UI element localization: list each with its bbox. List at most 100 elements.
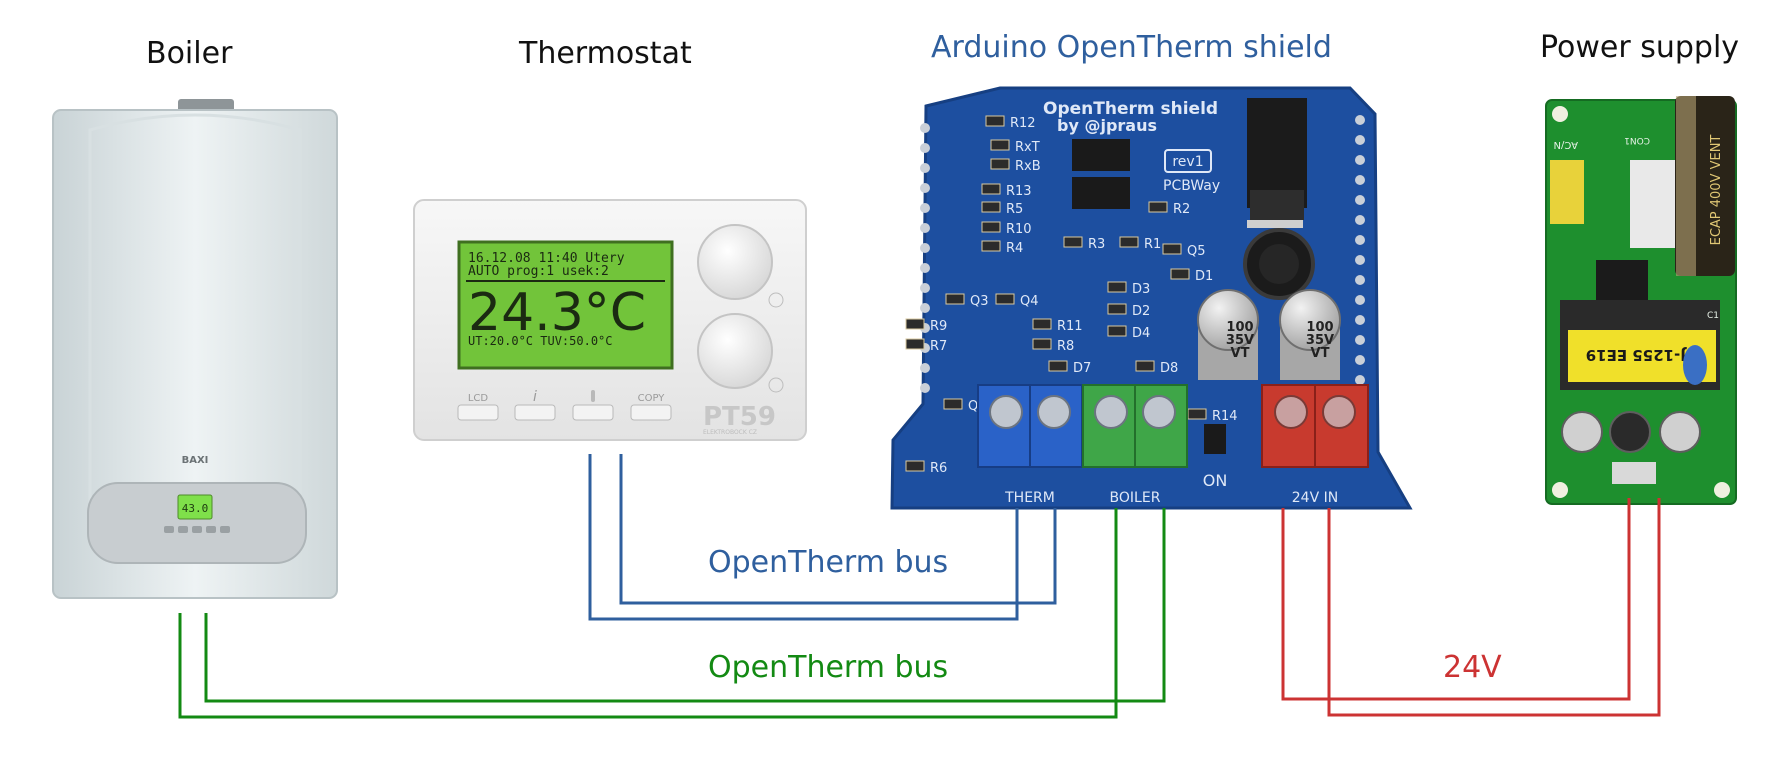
header-pin-right xyxy=(1355,375,1365,385)
label-boiler: BOILER xyxy=(1110,490,1161,506)
psu-cap-text: ECAP 400V VENT xyxy=(1709,135,1724,246)
smd-component xyxy=(905,460,925,472)
smd-component xyxy=(905,338,925,350)
shield-byline: by @jpraus xyxy=(1057,116,1157,135)
label-thermostat-bus: OpenTherm bus xyxy=(708,545,949,580)
header-pin-left xyxy=(920,123,930,133)
lcd-line-3: UT:20.0°C TUV:50.0°C xyxy=(468,334,613,348)
title-shield: Arduino OpenTherm shield xyxy=(931,30,1332,65)
lcd-line-2: AUTO prog:1 usek:2 xyxy=(468,264,609,279)
label-on: ON xyxy=(1203,471,1228,490)
header-pin-right xyxy=(1355,275,1365,285)
component-label: R11 xyxy=(1057,319,1083,334)
thermo-btn-info: i xyxy=(533,389,537,405)
component-label: R9 xyxy=(930,319,947,334)
component-label: R5 xyxy=(1006,202,1023,217)
wire-24v xyxy=(1281,498,1661,717)
psu-output-pads xyxy=(1612,462,1656,484)
thermostat-brand: ELEKTROBOCK CZ xyxy=(703,429,757,436)
header-pin-right xyxy=(1355,195,1365,205)
smd-component xyxy=(1148,201,1168,213)
optocoupler-2 xyxy=(1072,177,1130,209)
title-power-supply: Power supply xyxy=(1540,30,1740,65)
boiler-buttons xyxy=(164,526,230,533)
component-label: R14 xyxy=(1212,409,1238,424)
smd-component xyxy=(1107,281,1127,293)
boiler-unit: 43.0 BAXI xyxy=(52,99,338,599)
shield-maker: PCBWay xyxy=(1163,178,1220,194)
terminal-therm xyxy=(977,384,1083,468)
shield-header-pins xyxy=(920,115,1365,425)
component-label: R12 xyxy=(1010,116,1036,131)
psu-label-con1: CON1 xyxy=(1624,135,1650,145)
wire-thermostat-bus xyxy=(588,454,1057,621)
header-pin-left xyxy=(920,263,930,273)
svg-text:100: 100 xyxy=(1306,320,1333,335)
smd-component xyxy=(1119,236,1139,248)
svg-text:VT: VT xyxy=(1231,346,1250,361)
smd-component xyxy=(943,398,963,410)
smd-component xyxy=(1048,360,1068,372)
smd-component xyxy=(981,201,1001,213)
thermostat-lcd xyxy=(457,240,674,370)
smd-component xyxy=(1107,325,1127,337)
component-label: Q3 xyxy=(970,294,989,309)
terminal-24v-in xyxy=(1261,384,1369,468)
header-pin-left xyxy=(920,203,930,213)
smd-component xyxy=(1032,318,1052,330)
boiler-brand: BAXI xyxy=(182,455,209,466)
component-label: R2 xyxy=(1173,202,1190,217)
header-pin-right xyxy=(1355,115,1365,125)
component-label: RxB xyxy=(1015,159,1041,174)
label-24v-in: 24V IN xyxy=(1292,490,1338,506)
component-label: D2 xyxy=(1132,304,1150,319)
on-led xyxy=(1204,424,1226,454)
lcd-line-1: 16.12.08 11:40 Utery xyxy=(468,251,625,266)
psu-common-mode-choke xyxy=(1630,160,1682,248)
opentherm-shield: OpenTherm shield by @jpraus rev1 PCBWay … xyxy=(890,86,1413,510)
smd-component xyxy=(1187,408,1207,420)
component-label: R3 xyxy=(1088,237,1105,252)
psu-controller-ic xyxy=(1596,260,1648,300)
optocoupler-1 xyxy=(1072,139,1130,171)
component-label: Q5 xyxy=(1187,244,1206,259)
shield-components: R12RxTRxBR13R5R10R4Q3Q4R9R11R7R8Q1R6R3R1… xyxy=(905,115,1238,476)
svg-text:100: 100 xyxy=(1226,320,1253,335)
component-label: R13 xyxy=(1006,184,1032,199)
header-pin-left xyxy=(920,283,930,293)
capacitor-2: 100 35V VT xyxy=(1279,289,1341,380)
component-label: R7 xyxy=(930,339,947,354)
header-pin-left xyxy=(920,143,930,153)
label-power: 24V xyxy=(1443,650,1502,685)
smd-component xyxy=(1135,360,1155,372)
header-pin-left xyxy=(920,303,930,313)
thermostat-knob-bottom xyxy=(697,313,773,389)
smd-component xyxy=(945,293,965,305)
smd-component xyxy=(1162,243,1182,255)
thermostat-buttons: LCD i COPY xyxy=(457,389,672,421)
header-pin-right xyxy=(1355,255,1365,265)
smd-component xyxy=(981,183,1001,195)
label-therm: THERM xyxy=(1004,490,1055,506)
smd-component xyxy=(1107,303,1127,315)
power-supply-unit: ECAP 400V VENT DJ-1255 EE19 AC/N CON1 C1 xyxy=(1545,96,1737,505)
header-pin-left xyxy=(920,183,930,193)
header-pin-right xyxy=(1355,355,1365,365)
smd-component xyxy=(990,139,1010,151)
shield-title: OpenTherm shield xyxy=(1043,99,1218,119)
component-label: D4 xyxy=(1132,326,1150,341)
header-pin-left xyxy=(920,223,930,233)
header-pin-right xyxy=(1355,135,1365,145)
title-thermostat: Thermostat xyxy=(519,36,692,71)
component-label: R4 xyxy=(1006,241,1023,256)
title-boiler: Boiler xyxy=(146,36,233,71)
thermometer-icon xyxy=(591,390,595,402)
component-label: R10 xyxy=(1006,222,1032,237)
thermo-btn-copy: COPY xyxy=(638,393,666,404)
header-pin-left xyxy=(920,383,930,393)
header-pin-right xyxy=(1355,155,1365,165)
component-label: R6 xyxy=(930,461,947,476)
boiler-display-value: 43.0 xyxy=(182,502,209,515)
thermostat-model: PT59 xyxy=(703,402,776,432)
